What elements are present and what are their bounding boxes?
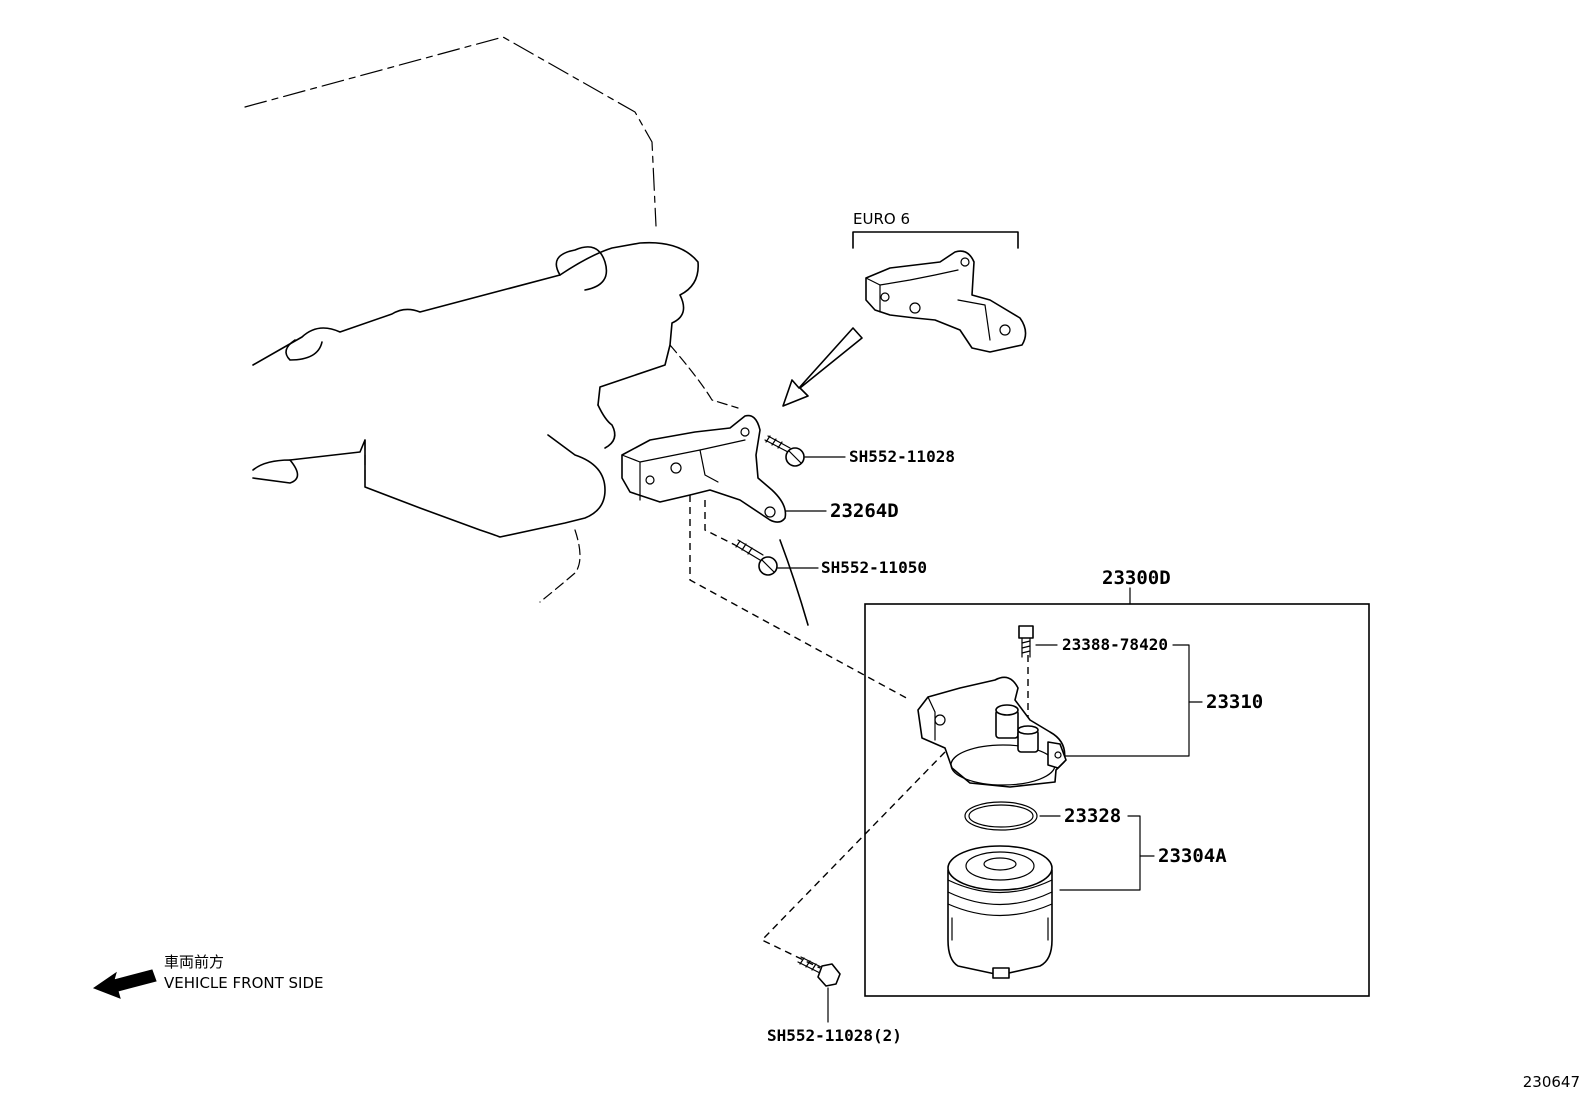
- euro6-label: EURO 6: [853, 210, 910, 228]
- engine-outline: [244, 36, 809, 626]
- callout-bracket: 23264D: [830, 500, 899, 522]
- front-side-jp: 車両前方: [164, 953, 224, 971]
- front-arrow-icon: [92, 969, 157, 999]
- vehicle-front-indicator: 車両前方 VEHICLE FRONT SIDE: [92, 953, 324, 999]
- bolt-small: [1018, 625, 1034, 658]
- callout-filter-bracket: 23310: [1206, 691, 1263, 713]
- callout-element: 23304A: [1158, 845, 1227, 867]
- o-ring-23328: [964, 801, 1038, 831]
- callout-bolt-bottom: SH552-11028(2): [767, 1026, 902, 1045]
- euro6-bracket: [865, 250, 1027, 353]
- bolt-upper: [764, 435, 805, 467]
- filter-assembly-frame: [864, 603, 1370, 997]
- bracket-23264D: [621, 414, 787, 523]
- filter-element-23304A: [947, 845, 1053, 979]
- bolt-middle: [734, 539, 778, 576]
- bolt-bottom: [797, 956, 841, 987]
- variant-arrow-icon: [782, 327, 863, 407]
- assembly-leaders: [689, 495, 1029, 969]
- callout-filter-assembly: 23300D: [1102, 567, 1171, 589]
- callout-bolt-middle: SH552-11050: [821, 558, 927, 577]
- filter-bracket-23310: [917, 676, 1067, 788]
- callout-bolt-upper: SH552-11028: [849, 447, 955, 466]
- front-side-en: VEHICLE FRONT SIDE: [164, 974, 324, 992]
- diagram-number: 230647: [1523, 1073, 1580, 1091]
- callout-bolt-small: 23388-78420: [1062, 635, 1168, 654]
- euro6-inset: EURO 6: [782, 210, 1027, 407]
- callout-o-ring: 23328: [1064, 805, 1121, 827]
